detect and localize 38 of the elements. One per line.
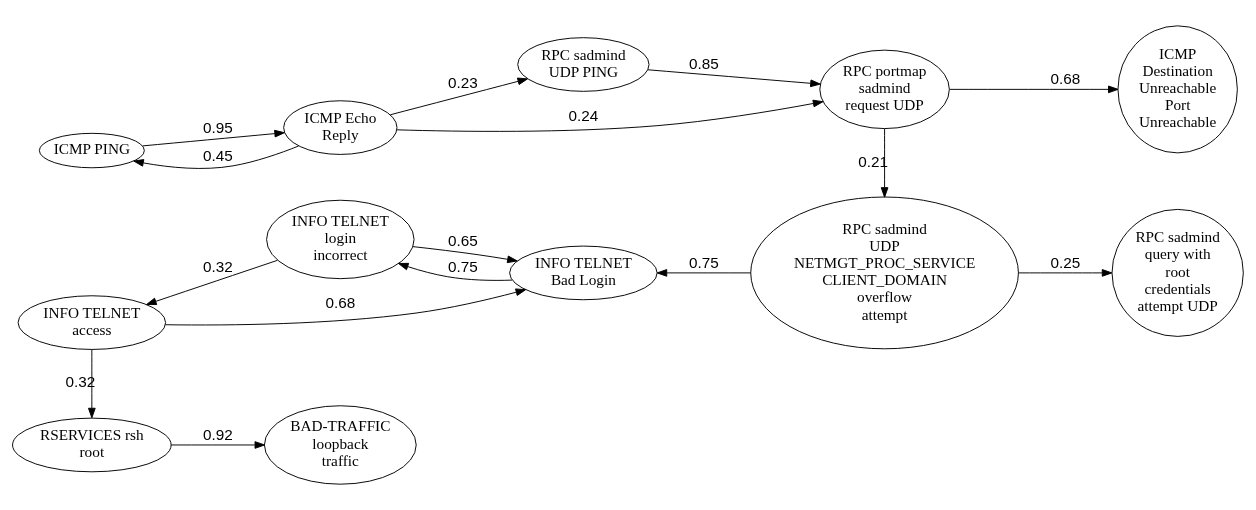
node-ellipse: INFO TELNET login incorrect <box>266 199 415 280</box>
node-ellipse: RPC sadmind UDP NETMGT_PROC_SERVICE CLIENT_DOMAIN overflow attempt <box>750 196 1019 350</box>
edge-label: 0.75 <box>689 253 719 271</box>
edge-label: 0.68 <box>1050 70 1081 88</box>
edge-label: 0.45 <box>202 146 233 164</box>
arrow <box>656 269 752 277</box>
arrow <box>146 259 278 306</box>
edge-label: 0.75 <box>447 257 478 275</box>
arrow <box>133 145 300 169</box>
arrow <box>412 246 518 264</box>
arrow <box>389 77 528 116</box>
node-ellipse: INFO TELNET Bad Login <box>509 245 658 301</box>
node-ellipse: BAD-TRAFFIC loopback traffic <box>263 405 417 485</box>
node-circle: RPC sadmind query with root credentials attempt UDP <box>1111 208 1244 337</box>
edge-label: 0.23 <box>447 74 478 92</box>
edge-label: 0.65 <box>447 231 478 249</box>
arrow <box>88 349 96 419</box>
arrow <box>647 69 821 88</box>
arrow <box>396 99 824 132</box>
arrow <box>142 129 285 147</box>
node-ellipse: ICMP Echo Reply <box>283 100 398 155</box>
edge-label: 0.95 <box>202 119 233 137</box>
edge-label: 0.24 <box>568 106 599 124</box>
edge-label: 0.85 <box>689 55 719 73</box>
edge-label: 0.25 <box>1050 253 1081 271</box>
arrow <box>880 128 889 198</box>
node-circle: ICMP Destination Unreachable Port Unreachable <box>1117 25 1238 154</box>
arrow <box>949 85 1119 94</box>
edge-label: 0.92 <box>202 426 233 443</box>
edge-label: 0.32 <box>202 257 233 275</box>
edge-label: 0.68 <box>325 294 356 312</box>
arrow <box>164 288 527 326</box>
node-ellipse: RSERVICES rsh root <box>12 417 172 473</box>
node-ellipse: RPC portmap sadmind request UDP <box>819 49 950 130</box>
arrow <box>398 262 513 281</box>
arrow <box>170 441 266 449</box>
edge-label: 0.32 <box>65 373 96 391</box>
arrow <box>1018 269 1113 277</box>
